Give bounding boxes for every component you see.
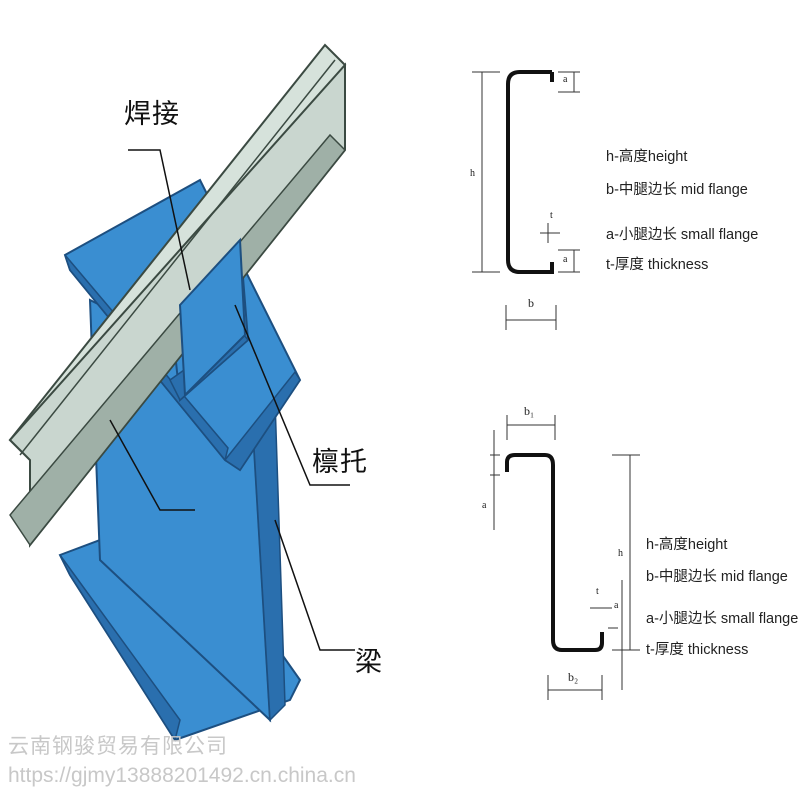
z-dim-b1: b₁ [524,404,535,418]
z-legend-small-flange: a-小腿边长 small flange [646,611,799,627]
c-legend-small-flange: a-小腿边长 small flange [606,227,759,243]
c-dim-t: t [550,210,553,221]
purlin-support-label: 檩托 [312,447,368,478]
c-legend-height: h-高度height [606,149,688,165]
weld-label: 焊接 [124,99,180,130]
z-dim-t: t [596,586,599,597]
purlin-support-plate-front [178,237,247,398]
z-legend-height: h-高度height [646,537,728,553]
z-dim-b2: b₂ [568,670,579,684]
c-section-profile [472,70,580,330]
c-legend-mid-flange: b-中腿边长 mid flange [606,182,748,198]
watermark-url: https://gjmy13888201492.cn.china.cn [8,764,356,787]
c-dim-a-top: a [563,74,568,85]
z-dim-a-top: a [482,500,487,511]
z-legend-mid-flange: b-中腿边长 mid flange [646,569,788,585]
watermark-company: 云南钢骏贸易有限公司 [8,734,228,758]
z-legend-thickness: t-厚度 thickness [646,642,749,658]
c-dim-h: h [470,168,475,179]
c-dim-a-bottom: a [563,254,568,265]
z-section-profile [490,415,640,700]
c-legend-thickness: t-厚度 thickness [606,257,709,273]
z-dim-h: h [618,548,623,559]
beam-label: 梁 [355,647,383,678]
leader-lines [109,149,355,651]
c-dim-b: b [528,296,534,310]
z-dim-a-bottom: a [614,600,619,611]
